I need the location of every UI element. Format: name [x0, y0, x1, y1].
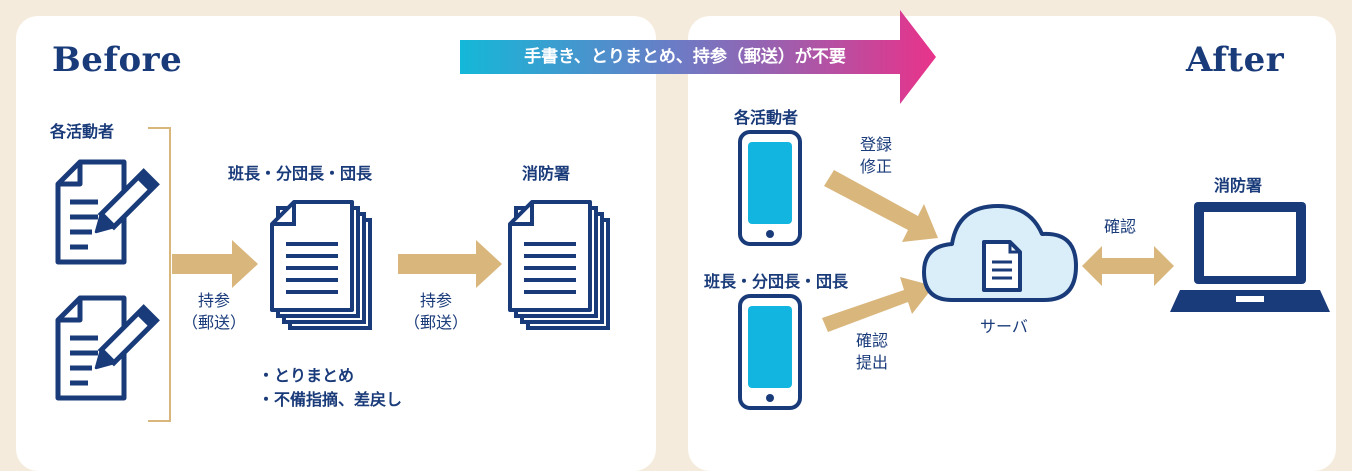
label-carry-2: 持参 （郵送）	[404, 291, 469, 332]
laptop-icon	[1170, 202, 1330, 312]
cloud-server-icon	[922, 204, 1078, 302]
label-after-leaders: 班長・分団長・団長	[704, 272, 849, 291]
label-members: 各活動者	[50, 122, 115, 141]
arrow-register	[824, 170, 938, 242]
label-server: サーバ	[980, 317, 1028, 336]
document-stack-icon	[270, 200, 372, 330]
label-register: 登録 修正	[860, 135, 893, 176]
banner-arrow	[460, 10, 936, 104]
smartphone-icon	[738, 294, 802, 410]
document-pen-icon	[58, 298, 156, 398]
before-heading: Before	[52, 40, 183, 80]
note-item: ・とりまとめ	[258, 366, 355, 385]
document-pen-icon	[58, 162, 156, 262]
label-confirm: 確認	[1104, 217, 1137, 236]
arrow-carry-1	[172, 240, 258, 288]
banner-text: 手書き、とりまとめ、持参（郵送）が不要	[524, 47, 846, 67]
notes-list: ・とりまとめ ・不備指摘、差戻し	[258, 364, 402, 412]
label-station: 消防署	[522, 164, 571, 183]
document-stack-icon	[508, 200, 610, 330]
arrow-confirm	[1082, 246, 1174, 286]
label-after-station: 消防署	[1214, 176, 1263, 195]
label-leaders: 班長・分団長・団長	[228, 164, 373, 183]
note-item: ・不備指摘、差戻し	[258, 390, 403, 409]
smartphone-icon	[738, 130, 802, 246]
label-review: 確認 提出	[856, 331, 889, 372]
arrow-review	[822, 277, 934, 332]
arrow-carry-2	[398, 240, 502, 288]
after-heading: After	[1186, 40, 1285, 80]
label-after-members: 各活動者	[734, 108, 799, 127]
bracket-line	[148, 127, 171, 422]
label-carry-1: 持参 （郵送）	[182, 291, 247, 332]
